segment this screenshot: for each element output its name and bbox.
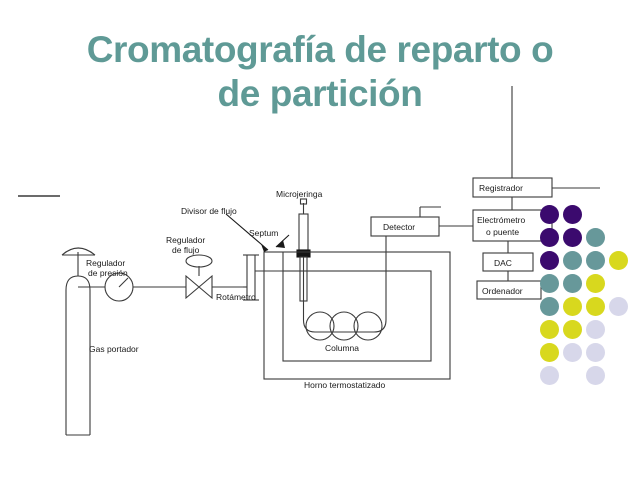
dot-teal xyxy=(563,274,582,293)
label-columna: Columna xyxy=(325,343,359,353)
dot-teal xyxy=(586,228,605,247)
pressure-gauge-dial xyxy=(104,272,134,302)
electrometro-box xyxy=(472,209,553,242)
dot-lavender xyxy=(586,366,605,385)
dot-lavender xyxy=(586,343,605,362)
septum-leader-arrow xyxy=(276,240,285,248)
cylinder-shoulder xyxy=(65,275,91,291)
label-rotametro: Rotámetro xyxy=(216,292,256,302)
septum-block xyxy=(296,249,311,258)
label-horno: Horno termostatizado xyxy=(304,380,386,390)
dot-yellow xyxy=(609,251,628,270)
dot-purple xyxy=(540,205,559,224)
dot-lavender xyxy=(586,320,605,339)
dot-purple xyxy=(540,251,559,270)
ordenador-box xyxy=(476,280,542,300)
dot-teal xyxy=(540,274,559,293)
dot-yellow xyxy=(563,297,582,316)
syringe-plunger-knob xyxy=(299,198,308,205)
dot-lavender xyxy=(540,366,559,385)
oven-inner-wall xyxy=(282,270,432,362)
dot-purple xyxy=(563,205,582,224)
oven-outer-wall xyxy=(263,251,451,380)
dot-teal xyxy=(563,251,582,270)
dot-purple xyxy=(540,228,559,247)
label-regulador-flujo-l2: de flujo xyxy=(172,245,200,255)
column-coil-loop-1 xyxy=(305,311,335,341)
pressure-gauge-needle xyxy=(118,277,129,288)
label-divisor-flujo: Divisor de flujo xyxy=(181,206,237,216)
label-regulador-presion-l2: de presión xyxy=(88,268,128,278)
dot-lavender xyxy=(563,343,582,362)
page-title: Cromatografía de reparto o de partición xyxy=(86,29,554,114)
flow-valve-handwheel xyxy=(185,254,213,268)
label-microjeringa: Microjeringa xyxy=(276,189,323,199)
cylinder-valve-cap xyxy=(61,247,96,256)
label-ordenador: Ordenador xyxy=(482,286,523,296)
dot-yellow xyxy=(540,343,559,362)
column-coil-loop-2 xyxy=(329,311,359,341)
flow-valve-body xyxy=(185,274,213,300)
dot-yellow xyxy=(563,320,582,339)
label-electrometro-l2: o puente xyxy=(486,227,519,237)
label-regulador-presion-l1: Regulador xyxy=(86,258,125,268)
divisor-leader-arrow xyxy=(261,244,268,252)
label-dac: DAC xyxy=(494,258,512,268)
dot-yellow xyxy=(586,297,605,316)
label-electrometro-l1: Electrómetro xyxy=(477,215,525,225)
dot-yellow xyxy=(540,320,559,339)
dot-lavender xyxy=(609,297,628,316)
decorative-dot-grid xyxy=(540,205,640,390)
label-detector: Detector xyxy=(383,222,415,232)
dot-yellow xyxy=(586,274,605,293)
syringe-barrel xyxy=(298,213,309,251)
dot-purple xyxy=(563,228,582,247)
label-septum: Septum xyxy=(249,228,278,238)
dot-teal xyxy=(540,297,559,316)
column-coil-loop-3 xyxy=(353,311,383,341)
dot-teal xyxy=(586,251,605,270)
label-registrador: Registrador xyxy=(479,183,523,193)
column-tubing xyxy=(302,252,387,333)
label-regulador-flujo-l1: Regulador xyxy=(166,235,205,245)
label-gas-portador: Gas portador xyxy=(89,344,139,354)
